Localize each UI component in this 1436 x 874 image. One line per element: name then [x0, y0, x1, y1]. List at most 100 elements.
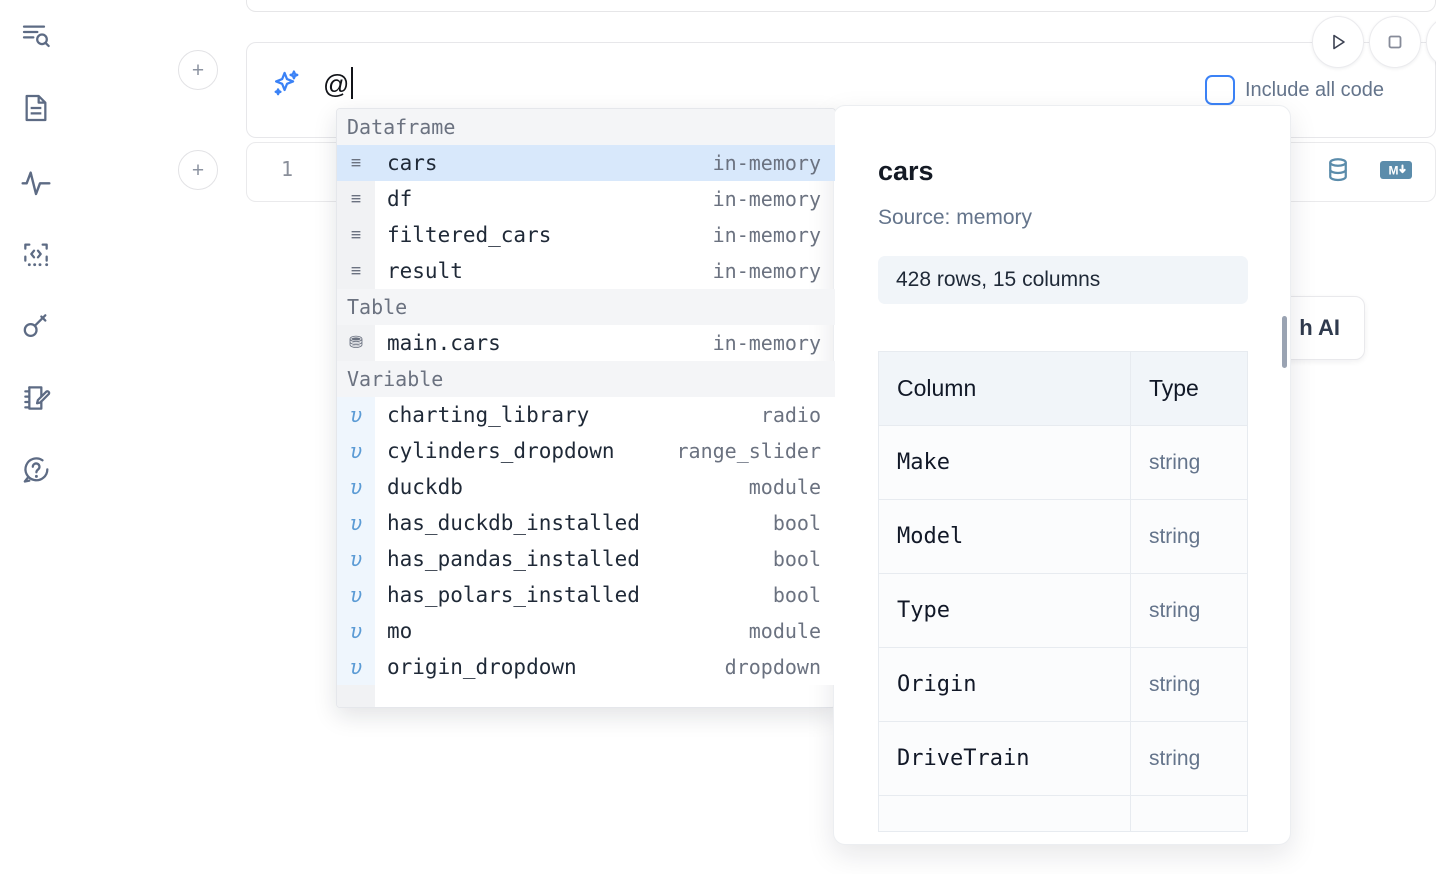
- column-name-cell: Origin: [878, 647, 1131, 722]
- include-all-code-row[interactable]: Include all code: [1205, 75, 1384, 105]
- activity-pulse-icon[interactable]: [14, 160, 58, 204]
- plus-icon: +: [191, 58, 205, 82]
- autocomplete-item-name: has_polars_installed: [387, 583, 640, 607]
- autocomplete-item-name: result: [387, 259, 463, 283]
- autocomplete-item-name: origin_dropdown: [387, 655, 577, 679]
- autocomplete-item-type: module: [748, 619, 821, 643]
- table-header-row: Column Type: [878, 351, 1249, 426]
- preview-shape-badge: 428 rows, 15 columns: [878, 256, 1248, 304]
- plus-icon: +: [191, 158, 205, 182]
- autocomplete-item-name: has_duckdb_installed: [387, 511, 640, 535]
- dataframe-icon: ≡: [350, 260, 362, 281]
- dataframe-icon: ≡: [350, 152, 362, 173]
- column-type-cell: string: [1129, 647, 1249, 722]
- stop-button[interactable]: [1369, 16, 1421, 68]
- autocomplete-item-type: range_slider: [676, 439, 822, 463]
- preview-source: Source: memory: [878, 206, 1033, 229]
- table-database-icon: ⛃: [348, 332, 364, 353]
- sparkle-icon: [269, 67, 303, 101]
- variable-icon: υ: [337, 397, 375, 433]
- autocomplete-item-type: bool: [772, 583, 821, 607]
- autocomplete-item-name: cars: [387, 151, 438, 175]
- autocomplete-group-header: Dataframe: [337, 109, 835, 145]
- icon-rail: [0, 0, 72, 874]
- autocomplete-item-type: in-memory: [712, 187, 821, 211]
- markdown-icon[interactable]: M: [1379, 158, 1413, 187]
- autocomplete-item[interactable]: υ cylinders_dropdown range_slider: [337, 433, 835, 469]
- autocomplete-group-header: Variable: [337, 361, 835, 397]
- dataframe-icon: ≡: [350, 224, 362, 245]
- autocomplete-item-type: radio: [760, 403, 821, 427]
- table-row-partial: [878, 795, 1249, 832]
- play-icon: [1333, 34, 1345, 50]
- preview-scrollbar[interactable]: [1282, 316, 1287, 368]
- include-all-code-label: Include all code: [1245, 78, 1384, 101]
- column-type-cell: string: [1129, 499, 1249, 574]
- help-chat-icon[interactable]: [14, 448, 58, 492]
- variable-icon: υ: [337, 577, 375, 613]
- autocomplete-item-name: duckdb: [387, 475, 463, 499]
- file-text-icon[interactable]: [14, 86, 58, 130]
- code-block-icon[interactable]: [14, 232, 58, 276]
- autocomplete-item-type: bool: [772, 547, 821, 571]
- line-number: 1: [280, 157, 293, 181]
- include-all-code-checkbox[interactable]: [1205, 75, 1235, 105]
- column-name-cell: DriveTrain: [878, 721, 1131, 796]
- key-icon[interactable]: [14, 304, 58, 348]
- column-type-cell: string: [1129, 573, 1249, 648]
- add-cell-button-bottom[interactable]: +: [178, 150, 218, 190]
- dataframe-icon: ≡: [350, 188, 362, 209]
- add-cell-button-top[interactable]: +: [178, 50, 218, 90]
- markdown-glyph: M: [1380, 161, 1412, 179]
- svg-text:M: M: [1389, 164, 1399, 178]
- column-name-cell: Make: [878, 425, 1131, 500]
- autocomplete-item[interactable]: υ has_duckdb_installed bool: [337, 505, 835, 541]
- ai-prompt-input[interactable]: @: [323, 69, 350, 99]
- autocomplete-item[interactable]: υ charting_library radio: [337, 397, 835, 433]
- notebook-pen-icon[interactable]: [14, 376, 58, 420]
- column-header: Column: [878, 351, 1131, 426]
- autocomplete-item-name: charting_library: [387, 403, 590, 427]
- autocomplete-item-name: mo: [387, 619, 413, 643]
- column-type-cell: string: [1129, 721, 1249, 796]
- autocomplete-item[interactable]: υ has_polars_installed bool: [337, 577, 835, 613]
- run-button[interactable]: [1312, 16, 1364, 68]
- text-caret: [351, 67, 353, 99]
- variable-icon: υ: [337, 649, 375, 685]
- column-type-cell: string: [1129, 425, 1249, 500]
- autocomplete-item-type: dropdown: [724, 655, 821, 679]
- column-name-cell: Type: [878, 573, 1131, 648]
- cell-tools: M: [1323, 155, 1413, 190]
- previous-cell: [246, 0, 1436, 12]
- autocomplete-item-type: bool: [772, 511, 821, 535]
- autocomplete-item[interactable]: υ origin_dropdown dropdown: [337, 649, 835, 685]
- autocomplete-item-name: cylinders_dropdown: [387, 439, 615, 463]
- type-header: Type: [1129, 351, 1249, 426]
- variable-icon: υ: [337, 505, 375, 541]
- variable-icon: υ: [337, 613, 375, 649]
- dataframe-preview-panel: cars Source: memory 428 rows, 15 columns…: [833, 105, 1291, 845]
- autocomplete-item-type: in-memory: [712, 223, 821, 247]
- preview-title: cars: [878, 156, 934, 186]
- stop-square-icon: [1388, 35, 1402, 49]
- variable-icon: υ: [337, 433, 375, 469]
- autocomplete-item-type: in-memory: [712, 151, 821, 175]
- generate-with-ai-label: h AI: [1299, 315, 1340, 340]
- autocomplete-item[interactable]: ≡ cars in-memory: [337, 145, 835, 181]
- database-icon[interactable]: [1323, 155, 1353, 190]
- search-outline-icon[interactable]: [14, 14, 58, 58]
